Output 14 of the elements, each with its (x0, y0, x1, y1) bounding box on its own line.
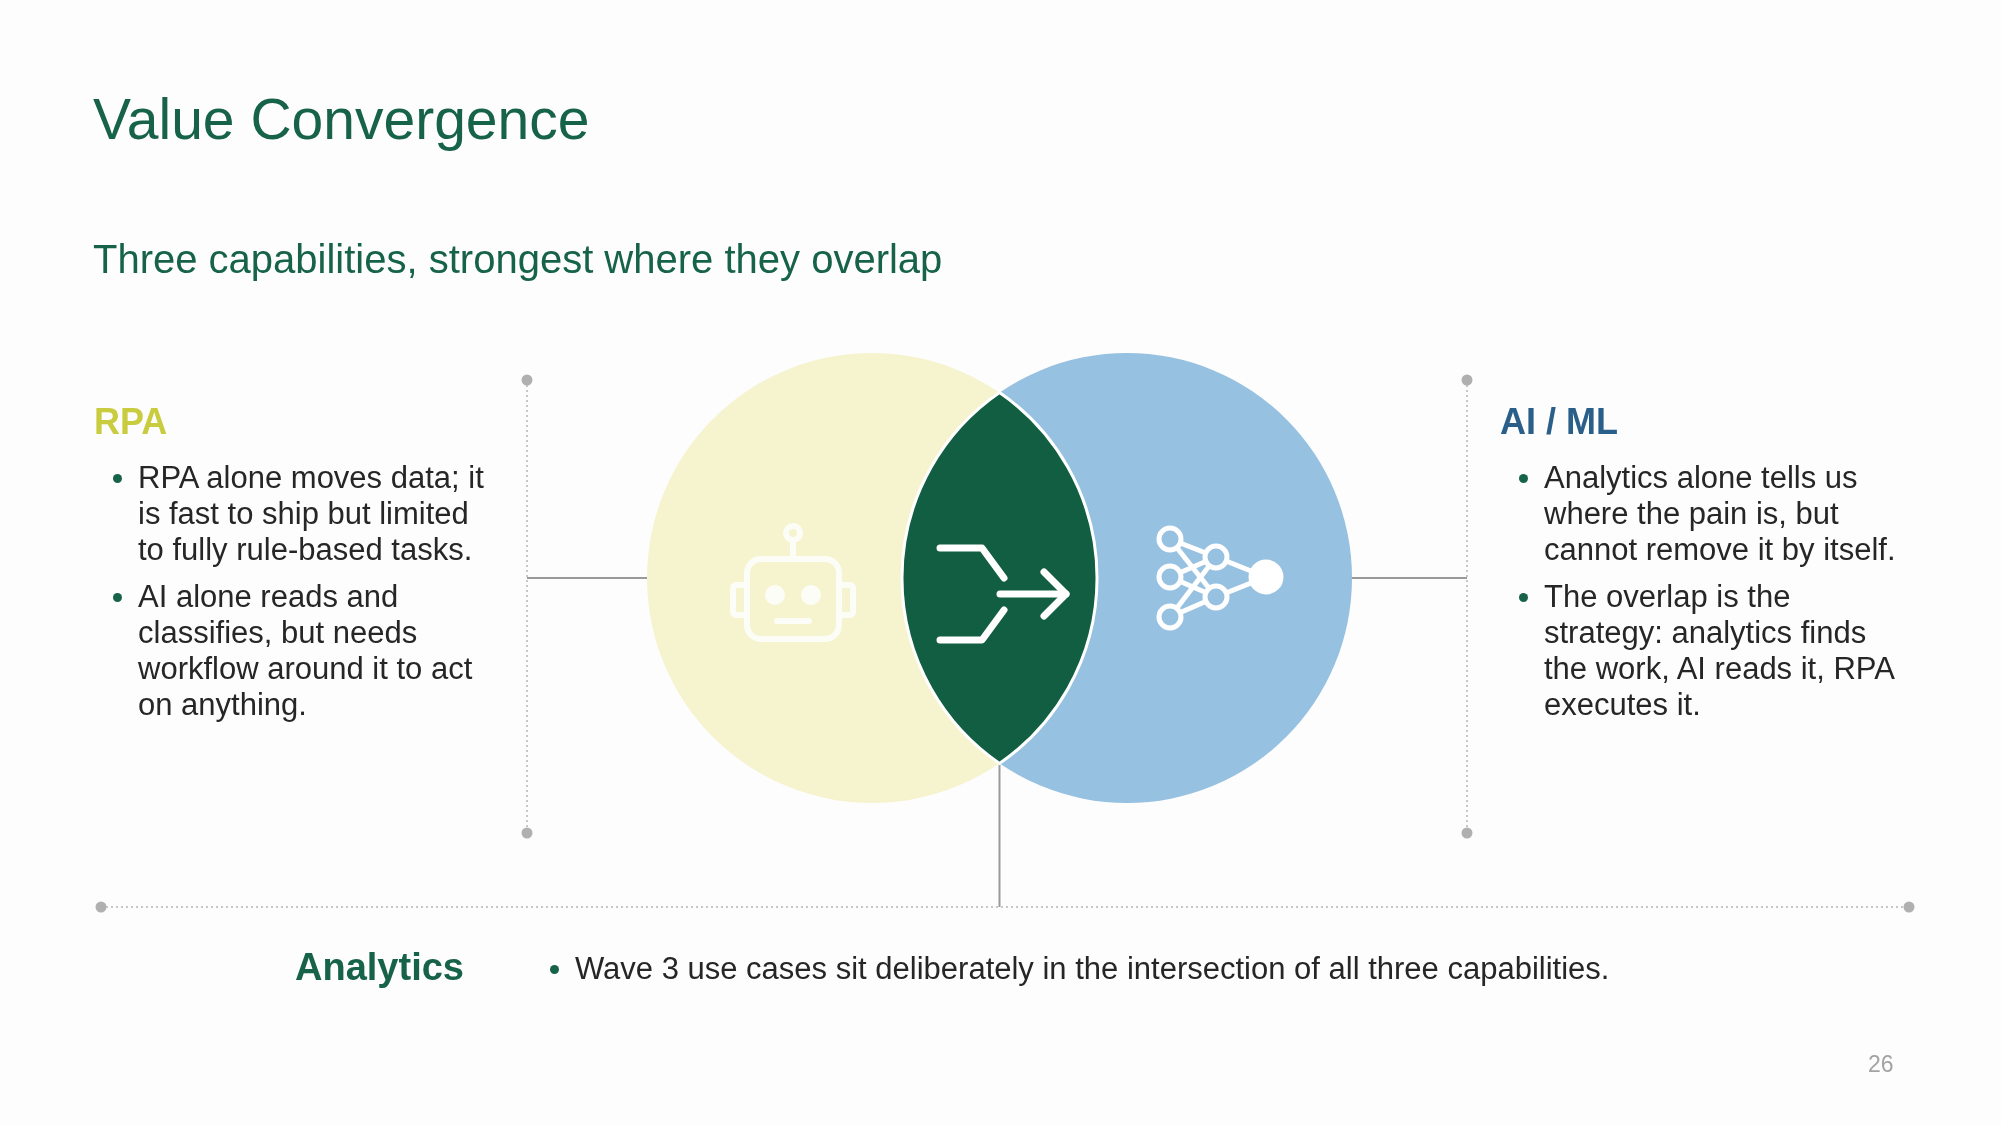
bullet-text: AI alone reads and classifies, but needs workflow around it to act on anything. (138, 579, 474, 723)
bullet-text: RPA alone moves data; it is fast to ship but limited to fully rule-based tasks. (138, 460, 485, 568)
section-heading: AI / ML (1500, 400, 1619, 444)
page-number: 26 (1868, 1050, 1894, 1078)
connector-line (526, 577, 648, 579)
bullet-text: Analytics alone tells us where the pain is, but cannot remove it by itself. (1544, 460, 1897, 568)
subtitle: Three capabilities, strongest where they overlap (93, 236, 943, 282)
connector-line (1351, 577, 1468, 579)
bullet-text: The overlap is the strategy: analytics finds the work, AI reads it, RPA executes it. (1544, 579, 1895, 723)
bullet-text: Wave 3 use cases sit deliberately in the intersection of all three capabilities. (574, 951, 1611, 987)
slide-title: Value Convergence (93, 86, 590, 152)
section-heading: Analytics (295, 945, 464, 989)
connector-line (998, 763, 1001, 908)
section-heading: RPA (94, 400, 169, 444)
